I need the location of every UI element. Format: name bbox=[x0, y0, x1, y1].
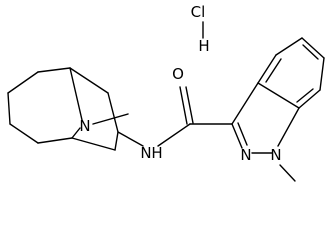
bond-carbonyl-c-o-1 bbox=[179, 86, 188, 125]
bicyclic-ring: N bbox=[7, 67, 129, 151]
atom-bridge-nitrogen: N bbox=[79, 117, 90, 135]
bond-ring-5 bbox=[37, 137, 73, 144]
bond-benzene-double-1 bbox=[265, 58, 282, 83]
bond-c3-n2-b bbox=[237, 122, 248, 146]
atom-amide-hydrogen: H bbox=[151, 144, 162, 162]
bond-bridge-n-bottom bbox=[71, 127, 81, 139]
bond-ring-3 bbox=[7, 92, 11, 125]
bond-ring-4 bbox=[9, 123, 39, 144]
amide-linker: O N H bbox=[117, 65, 233, 162]
atom-ring-nitrogen-2: N bbox=[240, 146, 251, 164]
bond-ring-2 bbox=[7, 71, 39, 94]
hcl-salt: Cl H bbox=[191, 3, 210, 55]
bond-ring-7 bbox=[71, 137, 116, 151]
atom-ring-nitrogen-1: N bbox=[270, 146, 281, 164]
atom-chlorine: Cl bbox=[191, 3, 206, 21]
bond-c3a-c7a bbox=[257, 82, 300, 109]
bond-nh-to-carbonyl bbox=[157, 123, 191, 147]
bond-benzene-5 bbox=[298, 89, 321, 109]
bond-benzene-double-3 bbox=[296, 88, 314, 103]
bond-n1-c7a bbox=[277, 107, 300, 147]
bond-carbonyl-c-o-2 bbox=[185, 86, 194, 124]
bond-ring-9 bbox=[114, 131, 119, 151]
bond-n-methyl bbox=[92, 113, 129, 125]
atom-oxygen: O bbox=[172, 65, 184, 83]
bond-benzene-1 bbox=[257, 54, 277, 84]
bond-benzene-double-2 bbox=[302, 44, 319, 60]
bond-benzene-2 bbox=[275, 37, 303, 56]
bond-benzene-4 bbox=[319, 57, 325, 91]
bond-c3-c3a bbox=[231, 82, 259, 125]
atom-hydrogen: H bbox=[198, 37, 209, 55]
bond-bridge-n-top bbox=[69, 67, 83, 121]
bond-ring-1 bbox=[37, 67, 71, 73]
bond-ring-to-nh bbox=[117, 131, 144, 147]
bond-c3-n2-a bbox=[231, 123, 243, 149]
indazole-ring: N N bbox=[231, 37, 325, 182]
bond-ring-6 bbox=[69, 67, 109, 94]
bond-n1-methyl bbox=[279, 164, 296, 182]
atom-amide-nitrogen: N bbox=[140, 144, 151, 162]
bond-benzene-3 bbox=[301, 37, 325, 59]
bond-ring-8 bbox=[107, 92, 119, 133]
molecule-diagram: Cl H N O N H bbox=[7, 3, 325, 182]
